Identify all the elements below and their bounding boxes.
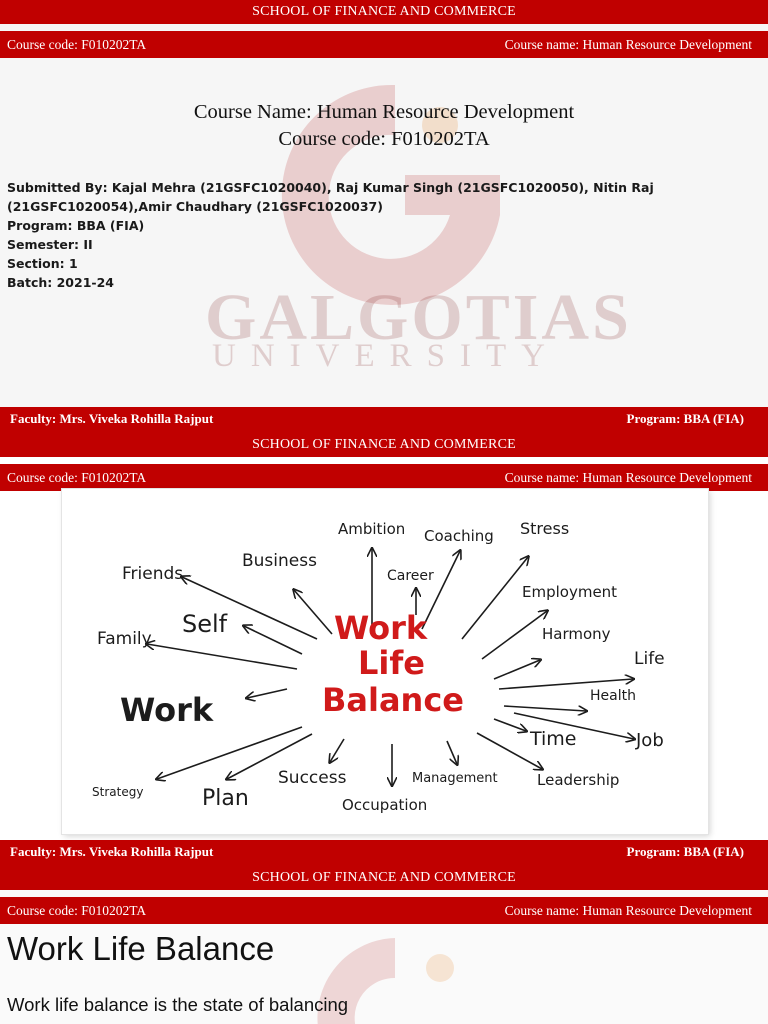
- batch-info: Batch: 2021-24: [7, 275, 114, 290]
- mind-map-svg: Work Life Balance Ambition Coaching Stre…: [92, 519, 665, 814]
- word-work: Work: [120, 691, 214, 729]
- school-header: SCHOOL OF FINANCE AND COMMERCE: [0, 433, 768, 457]
- semester-info: Semester: II: [7, 237, 93, 252]
- watermark-university-word: UNIVERSITY: [212, 338, 560, 374]
- word-business: Business: [242, 551, 317, 571]
- slide-footer: Faculty: Mrs. Viveka Rohilla Rajput Prog…: [0, 840, 768, 866]
- word-friends: Friends: [122, 564, 183, 584]
- course-info-bar: Course code: F010202TA Course name: Huma…: [0, 464, 768, 491]
- watermark-university-name: GALGOTIAS: [205, 281, 632, 354]
- mind-map-slide: SCHOOL OF FINANCE AND COMMERCE Course co…: [0, 433, 768, 866]
- word-stress: Stress: [520, 519, 569, 538]
- course-name-label: Course name: Human Resource Development: [504, 903, 752, 918]
- course-name-title: Course Name: Human Resource Development: [193, 101, 575, 123]
- submitted-by: Submitted By: Kajal Mehra (21GSFC1020040…: [7, 180, 654, 214]
- word-ambition: Ambition: [338, 520, 405, 538]
- center-word-work: Work: [334, 609, 428, 647]
- course-title-block: Course Name: Human Resource Development …: [0, 99, 768, 153]
- word-success: Success: [278, 768, 347, 788]
- course-code-title: Course code: F010202TA: [278, 128, 490, 150]
- course-info-bar: Course code: F010202TA Course name: Huma…: [0, 897, 768, 924]
- center-word-life: Life: [358, 644, 425, 682]
- word-life: Life: [634, 649, 665, 669]
- school-header: SCHOOL OF FINANCE AND COMMERCE: [0, 866, 768, 890]
- title-slide: SCHOOL OF FINANCE AND COMMERCE Course co…: [0, 0, 768, 433]
- faculty-label: Faculty: Mrs. Viveka Rohilla Rajput: [10, 844, 214, 859]
- work-life-balance-mind-map: Work Life Balance Ambition Coaching Stre…: [62, 489, 708, 834]
- word-family: Family: [97, 629, 152, 649]
- slide-title: Work Life Balance: [7, 930, 275, 967]
- word-plan: Plan: [202, 786, 249, 811]
- slide-footer: Faculty: Mrs. Viveka Rohilla Rajput Prog…: [0, 407, 768, 433]
- submission-info: Submitted By: Kajal Mehra (21GSFC1020040…: [7, 178, 763, 292]
- university-logo-watermark: [317, 938, 454, 1024]
- word-job: Job: [635, 730, 664, 751]
- slide-body-text: Work life balance is the state of balanc…: [7, 994, 349, 1015]
- word-time: Time: [529, 728, 577, 750]
- word-strategy: Strategy: [92, 785, 143, 799]
- course-name-label: Course name: Human Resource Development: [504, 37, 752, 52]
- word-occupation: Occupation: [342, 796, 427, 814]
- course-info-bar: Course code: F010202TA Course name: Huma…: [0, 31, 768, 58]
- word-leadership: Leadership: [537, 771, 619, 789]
- program-label: Program: BBA (FIA): [626, 411, 744, 426]
- word-harmony: Harmony: [542, 625, 611, 643]
- word-career: Career: [387, 568, 434, 584]
- program-info: Program: BBA (FIA): [7, 218, 145, 233]
- course-code-label: Course code: F010202TA: [7, 37, 147, 52]
- word-employment: Employment: [522, 583, 617, 601]
- university-logo-watermark: [281, 84, 500, 305]
- word-coaching: Coaching: [424, 527, 494, 545]
- program-label: Program: BBA (FIA): [626, 844, 744, 859]
- section-info: Section: 1: [7, 256, 78, 271]
- school-header: SCHOOL OF FINANCE AND COMMERCE: [0, 0, 768, 24]
- definition-slide: SCHOOL OF FINANCE AND COMMERCE Course co…: [0, 866, 768, 1024]
- course-name-label: Course name: Human Resource Development: [504, 470, 752, 485]
- course-code-label: Course code: F010202TA: [7, 903, 147, 918]
- word-self: Self: [182, 610, 228, 638]
- mind-map-arrows: [147, 549, 634, 785]
- faculty-label: Faculty: Mrs. Viveka Rohilla Rajput: [10, 411, 214, 426]
- center-word-balance: Balance: [322, 681, 464, 719]
- course-code-label: Course code: F010202TA: [7, 470, 147, 485]
- word-health: Health: [590, 688, 636, 704]
- word-management: Management: [412, 771, 498, 786]
